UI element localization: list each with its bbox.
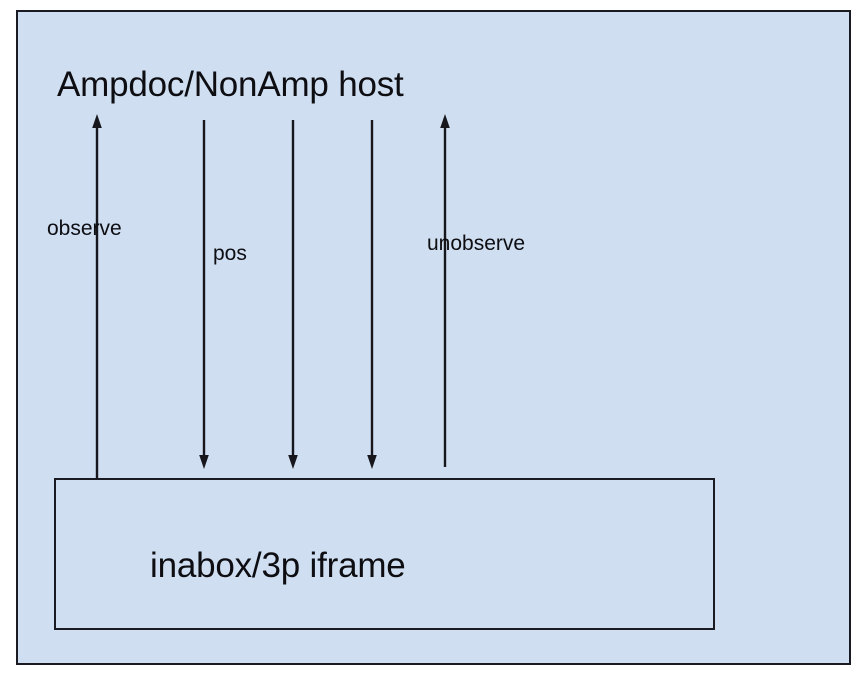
edge-unobserve-arrow[interactable] bbox=[440, 114, 450, 467]
iframe-container-box[interactable] bbox=[54, 478, 715, 630]
edge-label-unobserve: unobserve bbox=[427, 232, 526, 255]
edge-observe-arrow[interactable] bbox=[92, 114, 102, 478]
host-container-label: Ampdoc/NonAmp host bbox=[57, 65, 404, 104]
edge-pos-3-arrow[interactable] bbox=[367, 120, 377, 469]
arrowhead-up-icon bbox=[92, 114, 102, 128]
iframe-container-label: inabox/3p iframe bbox=[150, 546, 406, 585]
arrowhead-up-icon bbox=[440, 114, 450, 128]
edge-pos-1-arrow[interactable] bbox=[199, 120, 209, 469]
arrowhead-down-icon bbox=[367, 455, 377, 469]
edge-label-observe: observe bbox=[47, 217, 122, 240]
edge-pos-2-arrow[interactable] bbox=[288, 120, 298, 469]
arrowhead-down-icon bbox=[288, 455, 298, 469]
arrowhead-down-icon bbox=[199, 455, 209, 469]
edge-label-pos: pos bbox=[213, 242, 247, 265]
